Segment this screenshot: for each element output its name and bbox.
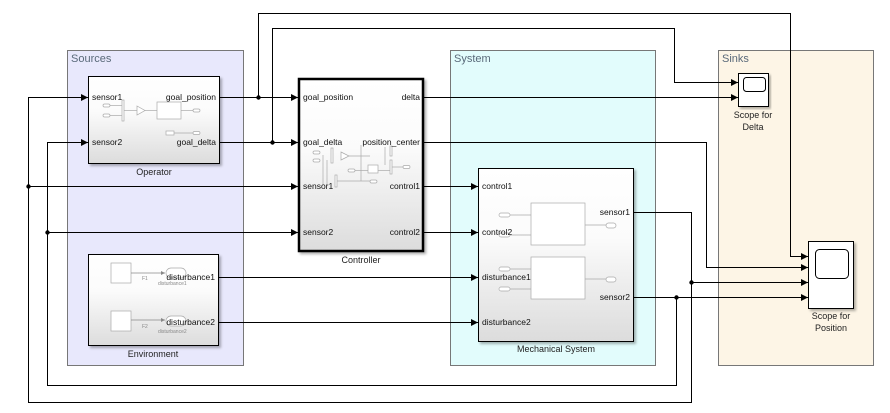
scope-position-block[interactable]: Scope for Position [808, 241, 854, 334]
branch-point [270, 140, 275, 145]
operator-block[interactable]: sensor1 sensor2 goal_position goal_delta… [88, 76, 220, 178]
environment-block[interactable]: F1 disturbance1 F2 disturbance2 disturba… [88, 254, 219, 360]
port-label: goal_delta [177, 137, 217, 147]
port-label: disturbance2 [166, 317, 215, 327]
branch-point [674, 295, 679, 300]
wire-position-center[interactable] [424, 142, 808, 271]
port-label: sensor2 [600, 292, 631, 302]
scope-position-label: Position [815, 323, 847, 333]
mechanical-internals [498, 202, 617, 300]
controller-internals [312, 145, 411, 188]
svg-text:disturbance1: disturbance1 [158, 281, 187, 287]
branch-point [256, 95, 261, 100]
svg-text:disturbance2: disturbance2 [158, 329, 187, 335]
port-label: goal_position [303, 92, 353, 102]
port-label: control2 [482, 227, 513, 237]
branch-point [26, 184, 31, 189]
port-label: position_center [362, 137, 420, 147]
wire-goal-position-to-scope[interactable] [258, 13, 809, 260]
port-label: sensor2 [92, 137, 123, 147]
port-label: disturbance1 [482, 272, 531, 282]
wire-sensor1-to-operator[interactable] [28, 94, 692, 403]
wire-goal-delta-to-scope[interactable] [272, 28, 739, 143]
port-label: sensor1 [600, 207, 631, 217]
port-label: goal_position [166, 92, 216, 102]
port-label: control1 [390, 181, 421, 191]
mechanical-system-label: Mechanical System [517, 344, 595, 354]
port-label: control2 [390, 227, 421, 237]
scope-delta-label: Scope for [734, 110, 773, 120]
wire-sensor2-to-operator[interactable] [47, 139, 677, 386]
area-sinks-label: Sinks [722, 53, 749, 65]
port-label: delta [402, 92, 421, 102]
port-label: sensor1 [92, 92, 123, 102]
port-label: sensor2 [303, 227, 334, 237]
scope-delta-block[interactable]: Scope for Delta [734, 73, 773, 133]
area-system-label: System [454, 53, 491, 65]
operator-label: Operator [136, 167, 172, 177]
port-label: sensor1 [303, 181, 334, 191]
port-label: disturbance1 [166, 272, 215, 282]
area-sources-label: Sources [71, 53, 112, 65]
environment-internals: F1 disturbance1 F2 disturbance2 [110, 262, 187, 335]
port-label: goal_delta [303, 137, 343, 147]
scope-screen-icon [743, 77, 766, 92]
environment-label: Environment [128, 349, 179, 359]
svg-text:F2: F2 [142, 324, 148, 330]
port-label: control1 [482, 181, 513, 191]
scope-screen-icon [815, 249, 849, 279]
port-label: disturbance2 [482, 317, 531, 327]
branch-point [45, 230, 50, 235]
scope-delta-label: Delta [742, 122, 763, 132]
svg-text:F1: F1 [142, 276, 148, 282]
branch-point [689, 280, 694, 285]
controller-block[interactable]: goal_position goal_delta sensor1 sensor2… [297, 77, 425, 265]
controller-label: Controller [341, 255, 380, 265]
signal-lines[interactable] [26, 13, 809, 403]
mechanical-system-block[interactable]: control1 control2 disturbance1 disturban… [478, 168, 634, 355]
scope-position-label: Scope for [812, 311, 851, 321]
operator-internals [102, 99, 201, 136]
